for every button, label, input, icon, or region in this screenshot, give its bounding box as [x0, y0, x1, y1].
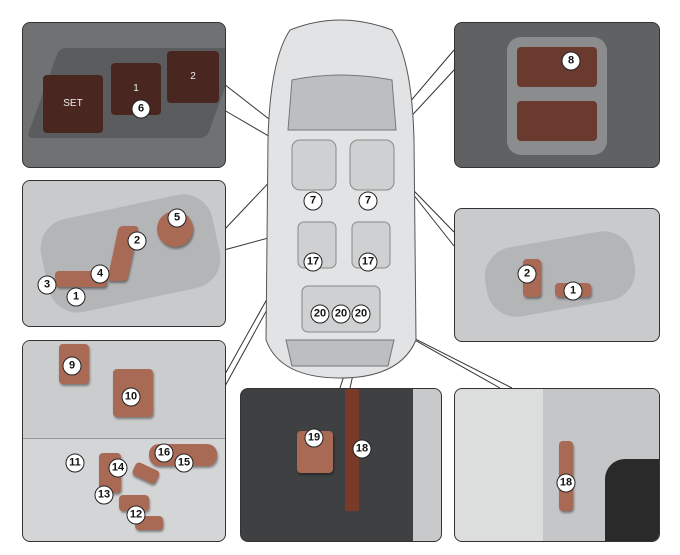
callout-18: 18: [352, 439, 372, 459]
callout-14: 14: [108, 458, 128, 478]
rear-seat-strap[interactable]: [345, 389, 359, 511]
callout-12: 12: [126, 505, 146, 525]
memory-2-button[interactable]: 2: [167, 51, 219, 103]
callout-19: 19: [304, 428, 324, 448]
callout-3: 3: [37, 275, 57, 295]
callout-11: 11: [65, 453, 85, 473]
callout-7-right: 7: [358, 191, 378, 211]
callout-17-left: 17: [303, 252, 323, 272]
callout-16: 16: [154, 443, 174, 463]
callout-20-a: 20: [310, 304, 330, 324]
callout-15: 15: [174, 453, 194, 473]
passenger-seat-controls-panel: 2 1: [454, 208, 660, 342]
memory-buttons-panel: SET 1 2 6: [22, 22, 226, 168]
passenger-switch-up[interactable]: [517, 47, 597, 87]
callout-20-b: 20: [331, 304, 351, 324]
callout-10: 10: [121, 387, 141, 407]
callout-20-c: 20: [351, 304, 371, 324]
callout-1: 1: [563, 281, 583, 301]
passenger-upper-panel: 8: [454, 22, 660, 168]
memory-set-button[interactable]: SET: [43, 75, 103, 133]
door-seat-controls-panel: 9 10 11 12 13 14 15 16: [22, 340, 226, 542]
callout-18: 18: [556, 473, 576, 493]
callout-17-right: 17: [358, 252, 378, 272]
callout-2: 2: [517, 264, 537, 284]
callout-6: 6: [131, 99, 151, 119]
callout-1: 1: [66, 287, 86, 307]
vehicle-body: [265, 19, 417, 379]
callout-7-left: 7: [303, 191, 323, 211]
callout-9: 9: [62, 356, 82, 376]
callout-5: 5: [167, 208, 187, 228]
rear-handle-panel: 19 18: [240, 388, 442, 542]
callout-8: 8: [561, 51, 581, 71]
callout-13: 13: [94, 485, 114, 505]
rear-strap-panel: 18: [454, 388, 660, 542]
driver-seat-controls-panel: 1 2 3 4 5: [22, 180, 226, 327]
passenger-switch-down[interactable]: [517, 101, 597, 141]
callout-2: 2: [127, 231, 147, 251]
callout-4: 4: [90, 264, 110, 284]
